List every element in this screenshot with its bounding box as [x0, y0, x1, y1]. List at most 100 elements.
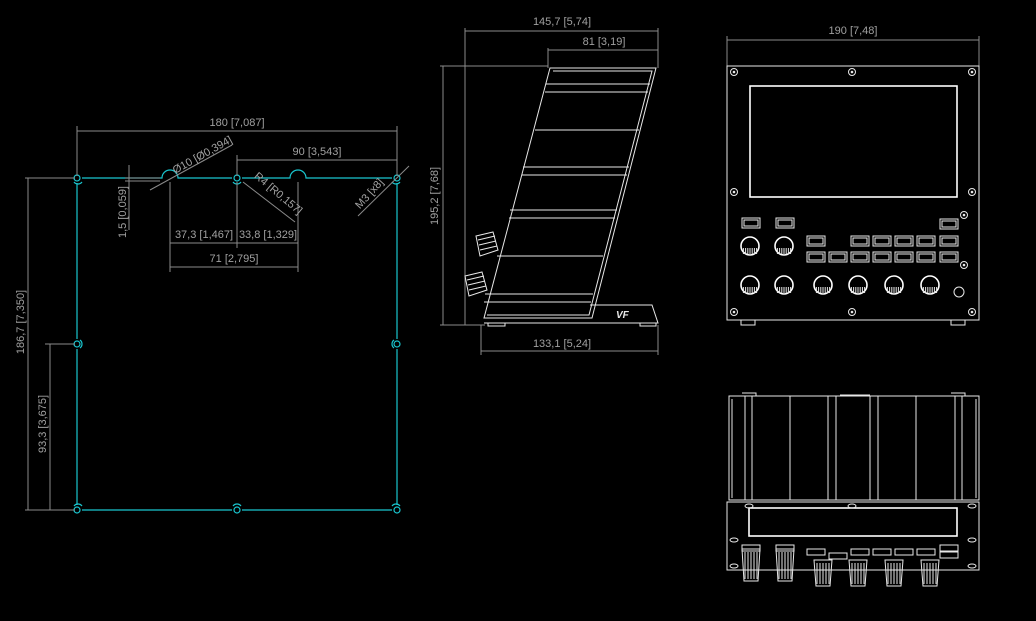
- front-button: [872, 251, 892, 263]
- button-cap: [874, 237, 890, 245]
- bottom-button: [916, 548, 936, 556]
- knob-outer: [774, 236, 794, 256]
- front-button: [850, 235, 870, 247]
- dim-corner-radius: R4 [R0,157]: [252, 170, 305, 217]
- side-logo: VF: [616, 310, 630, 321]
- bottom-screw-icon: [744, 503, 754, 509]
- screw-head: [848, 68, 856, 76]
- side-knob-upper: [475, 231, 499, 257]
- knob-outer: [774, 275, 794, 295]
- front-button: [916, 235, 936, 247]
- dim-side-height: 195,2 [7,68]: [429, 167, 441, 225]
- bottom-button: [939, 544, 959, 552]
- front-button: [939, 218, 959, 230]
- front-dimension-lines: [726, 36, 980, 66]
- button-frame: [939, 251, 959, 263]
- knob-body: [920, 559, 940, 587]
- bottom-screw-icon: [967, 563, 977, 569]
- knob-body: [884, 559, 904, 587]
- knob-icon: [884, 275, 904, 295]
- knob-grip: [776, 287, 792, 293]
- knob-grip: [742, 287, 758, 293]
- knob-grip: [886, 287, 902, 293]
- front-button: [872, 235, 892, 247]
- knob-outer: [848, 275, 868, 295]
- bottom-knob-icon: [848, 559, 868, 587]
- dim-notch-diameter: Ø10 [Ø0,394]: [171, 134, 235, 177]
- button-cap: [808, 237, 824, 245]
- screw-icon: [730, 308, 738, 316]
- bottom-view: [726, 392, 980, 587]
- screw-center: [732, 190, 736, 194]
- screw-head: [968, 188, 976, 196]
- button-cap: [918, 253, 934, 261]
- screw-head: [960, 211, 968, 219]
- button-cap: [743, 219, 759, 227]
- bottom-button: [828, 552, 848, 560]
- dim-notch-depth: 1,5 [0,059]: [117, 186, 129, 238]
- bottom-knob-icon: [920, 559, 940, 587]
- button-cap: [808, 253, 824, 261]
- corner-holes: [73, 174, 401, 514]
- knob-icon: [774, 275, 794, 295]
- knob-outer: [740, 275, 760, 295]
- knob-body: [741, 548, 761, 582]
- bottom-button: [741, 544, 761, 552]
- dim-depth-total: 145,7 [5,74]: [533, 16, 591, 28]
- button-cap: [941, 220, 957, 228]
- knob-icon: [740, 275, 760, 295]
- screw-icon: [960, 211, 968, 219]
- bottom-knob-icon: [741, 548, 761, 582]
- button-cap: [874, 253, 890, 261]
- knob-grip: [922, 287, 938, 293]
- bottom-screw-icon: [729, 537, 739, 543]
- screw-center: [732, 70, 736, 74]
- dim-height: 186,7 [7,350]: [15, 290, 27, 354]
- bottom-display: [748, 507, 958, 537]
- front-button: [916, 251, 936, 263]
- screw-icon: [968, 68, 976, 76]
- front-panel: [726, 65, 980, 321]
- button-frame: [850, 235, 870, 247]
- cutout-view: 180 [7,087] 90 [3,543] Ø10 [Ø0,394] R4 […: [15, 117, 410, 514]
- screw-icon: [848, 68, 856, 76]
- knob-outer: [920, 275, 940, 295]
- cutout-outline: [76, 169, 398, 511]
- front-button: [894, 251, 914, 263]
- side-view: VF 145,7 [5,74] 81 [3,19] 195,2 [7,68] 1…: [429, 16, 659, 355]
- front-button: [850, 251, 870, 263]
- button-frame: [894, 251, 914, 263]
- front-button: [894, 235, 914, 247]
- button-frame: [775, 217, 795, 229]
- button-cap: [941, 253, 957, 261]
- knob-icon: [774, 236, 794, 256]
- bottom-screw-icon: [967, 537, 977, 543]
- bottom-knob-icon: [775, 548, 795, 582]
- front-view: 190 [7,48]: [726, 25, 980, 326]
- knob-outer: [740, 236, 760, 256]
- knob-icon: [920, 275, 940, 295]
- button-cap: [918, 237, 934, 245]
- knob-body: [813, 559, 833, 587]
- bottom-housing: [728, 392, 980, 501]
- screw-icon: [730, 68, 738, 76]
- button-cap: [852, 253, 868, 261]
- dim-width: 180 [7,087]: [209, 117, 264, 129]
- knob-icon: [848, 275, 868, 295]
- bottom-screw-icon: [967, 503, 977, 509]
- knob-grip: [850, 287, 866, 293]
- screw-head: [968, 68, 976, 76]
- front-jack: [953, 286, 965, 298]
- screw-center: [970, 70, 974, 74]
- screw-head: [848, 308, 856, 316]
- button-cap: [941, 237, 957, 245]
- screw-center: [850, 70, 854, 74]
- dim-notch-offset-right: 33,8 [1,329]: [239, 229, 297, 241]
- button-frame: [850, 251, 870, 263]
- side-body: [483, 67, 657, 319]
- bottom-knob-icon: [884, 559, 904, 587]
- front-button: [775, 217, 795, 229]
- front-button: [741, 217, 761, 229]
- dim-front-width: 190 [7,48]: [829, 25, 878, 37]
